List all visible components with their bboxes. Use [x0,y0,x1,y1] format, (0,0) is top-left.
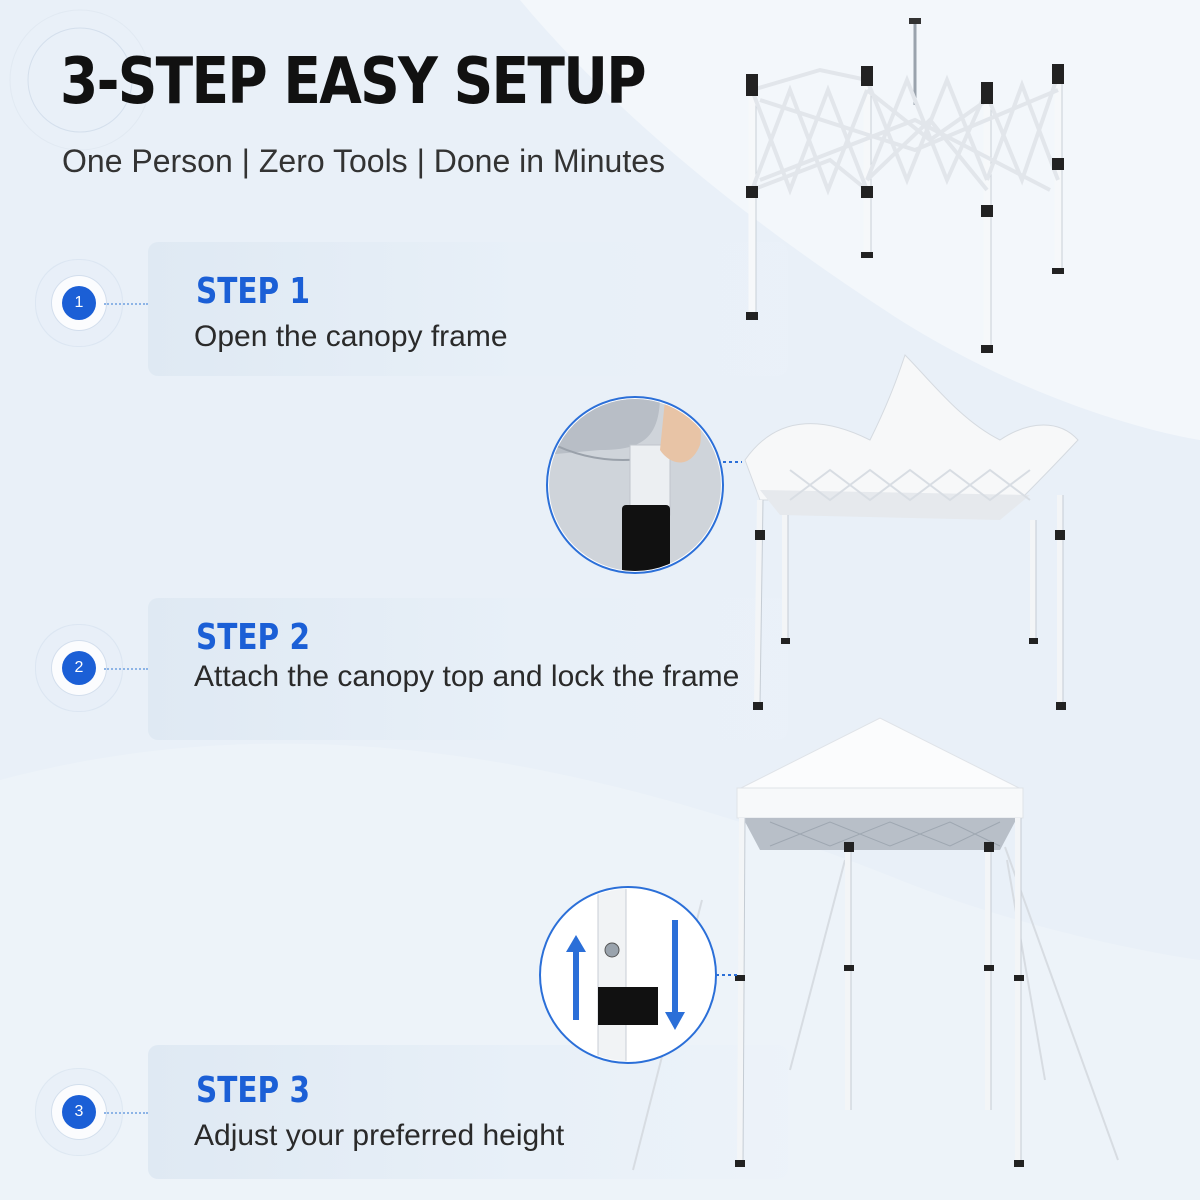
page-title: 3-STEP EASY SETUP [60,45,647,119]
step-2-panel: STEP 2 Attach the canopy top and lock th… [148,598,788,740]
step-3-connector [104,1112,148,1114]
step-1-connector [104,303,148,305]
step-2-description: Attach the canopy top and lock the frame [194,660,740,693]
canopy-frame-icon [746,18,1064,353]
canopy-attach-icon [744,354,1079,710]
step-2-connector [104,668,148,670]
step-3-panel: STEP 3 Adjust your preferred height [148,1045,788,1179]
step-2-badge: 2 [62,651,96,685]
step-1-panel: STEP 1 Open the canopy frame [148,242,788,376]
step-3-title: STEP 3 [196,1070,311,1111]
height-adjust-closeup-icon [539,886,740,1064]
step-3-badge: 3 [62,1095,96,1129]
step-1-title: STEP 1 [196,271,311,312]
hook-loop-closeup-icon [546,396,742,574]
page-subtitle: One Person | Zero Tools | Done in Minute… [62,143,665,179]
step-2-title: STEP 2 [196,617,311,658]
step-1-description: Open the canopy frame [194,320,508,353]
step-1-badge: 1 [62,286,96,320]
step-3-description: Adjust your preferred height [194,1119,565,1152]
